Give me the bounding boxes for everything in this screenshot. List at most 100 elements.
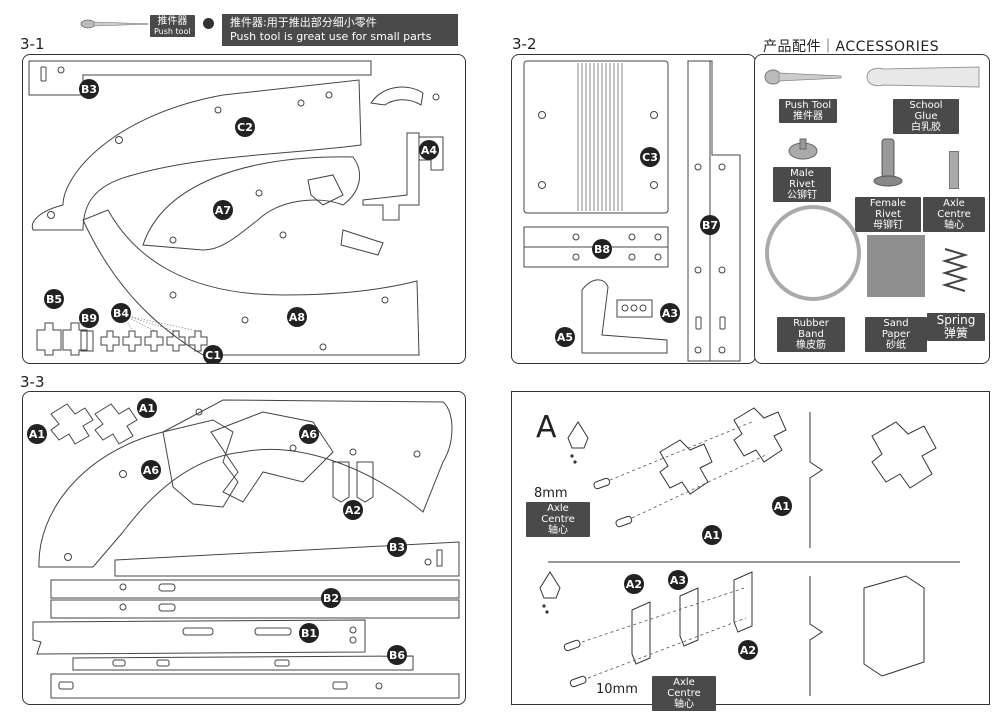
spring-icon <box>941 248 969 292</box>
push-tool-icon <box>764 69 842 85</box>
acc-axle-centre-en: Axle Centre <box>937 198 971 220</box>
acc-axle-centre-cn: 轴心 <box>944 220 964 231</box>
accessories-panel: Push Tool 推件器 School Glue 白乳胶 Male Rivet… <box>754 54 990 364</box>
section-label-3-1: 3-1 <box>20 35 45 53</box>
section-label-3-2: 3-2 <box>512 35 537 53</box>
acc-male-rivet-en: Male Rivet <box>789 168 815 190</box>
sand-paper-icon <box>867 235 925 297</box>
label-B9: B9 <box>81 312 97 325</box>
label-B7: B7 <box>702 219 718 232</box>
sheet-3-1-drawing: B3 C2 A4 A7 A8 B5 B9 B4 C1 <box>28 60 444 365</box>
axle-tag-top-cn: 轴心 <box>548 525 568 536</box>
axle-tag-top-en: Axle Centre <box>541 503 575 525</box>
assembly-label-A2-a: A2 <box>626 578 642 591</box>
acc-push-tool: Push Tool 推件器 <box>779 99 837 123</box>
acc-sand-paper-cn: 砂纸 <box>886 340 906 351</box>
acc-female-rivet-cn: 母铆钉 <box>873 220 903 231</box>
label-B3-sheet3: B3 <box>389 541 405 554</box>
acc-female-rivet-en: Female Rivet <box>869 198 907 220</box>
label-B2: B2 <box>323 592 339 605</box>
label-B1: B1 <box>301 627 317 640</box>
acc-sand-paper-en: Sand Paper <box>881 318 911 340</box>
part-A7-outline <box>142 156 361 251</box>
part-B1-outline <box>32 619 366 655</box>
label-B4: B4 <box>113 307 129 320</box>
acc-push-tool-en: Push Tool <box>784 100 832 111</box>
acc-sand-paper: Sand Paper 砂纸 <box>865 317 927 352</box>
axle-tag-bottom-en: Axle Centre <box>667 677 701 699</box>
assembly-label-A2-b: A2 <box>740 644 756 657</box>
axle-centre-tag-bottom: Axle Centre 轴心 <box>652 676 716 711</box>
rubber-band-icon <box>765 205 861 301</box>
assembly-label-A1-b: A1 <box>774 500 790 513</box>
push-tool-label-cn: 推件器 <box>157 16 188 27</box>
acc-spring: Spring 弹簧 <box>927 313 985 341</box>
axle-8mm-label: 8mm <box>534 486 568 501</box>
label-A1-left: A1 <box>29 428 45 441</box>
part-A8-outline <box>82 209 420 356</box>
push-tool-label-en: Push tool <box>154 27 191 36</box>
push-tool-tag: 推件器 Push tool <box>150 15 195 37</box>
label-A4: A4 <box>421 144 438 157</box>
glue-drop-icon-top <box>567 421 589 449</box>
acc-rubber-band: Rubber Band 橡皮筋 <box>777 317 845 352</box>
push-tool-note: 推件器:用于推出部分细小零件 Push tool is great use fo… <box>222 14 458 46</box>
assembly-label-A3: A3 <box>670 574 686 587</box>
label-A3: A3 <box>662 307 678 320</box>
glue-bottle-icon <box>866 66 980 88</box>
glue-drop-icon-bottom <box>539 571 561 599</box>
label-B6: B6 <box>389 649 405 662</box>
assembly-panel: A 8mm Axle Centre 轴心 10mm Axle Centre 轴心 <box>511 391 990 711</box>
label-A8: A8 <box>289 311 305 324</box>
step-letter: A <box>536 410 557 445</box>
part-B7-outline <box>687 60 741 362</box>
acc-male-rivet-cn: 公铆钉 <box>787 190 817 201</box>
section-label-3-3: 3-3 <box>20 373 45 391</box>
female-rivet-icon <box>873 138 903 187</box>
sheet-3-3-drawing: A1 A1 A6 A6 A2 B3 B2 B1 B6 <box>27 398 460 699</box>
axle-centre-tag-top: Axle Centre 轴心 <box>526 502 590 537</box>
acc-rubber-band-cn: 橡皮筋 <box>796 340 826 351</box>
part-C3-outline <box>523 60 669 214</box>
label-A6-left: A6 <box>143 464 160 477</box>
axle-10mm-label: 10mm <box>596 682 638 697</box>
acc-female-rivet: Female Rivet 母铆钉 <box>855 197 921 232</box>
part-A3-outline <box>616 299 653 318</box>
label-A7: A7 <box>215 204 231 217</box>
sheet-3-3: A1 A1 A6 A6 A2 B3 B2 B1 B6 <box>22 391 466 705</box>
label-A2: A2 <box>345 504 361 517</box>
note-cn: 推件器:用于推出部分细小零件 <box>230 16 377 29</box>
acc-spring-cn: 弹簧 <box>943 326 968 340</box>
label-C2: C2 <box>237 121 253 134</box>
male-rivet-icon <box>788 138 818 160</box>
label-A1-right: A1 <box>139 402 155 415</box>
badges-3-2 <box>555 147 720 347</box>
note-en: Push tool is great use for small parts <box>230 30 432 43</box>
note-bullet <box>203 18 214 29</box>
acc-axle-centre: Axle Centre 轴心 <box>923 197 985 232</box>
assembly-label-A1-a: A1 <box>704 529 720 542</box>
axle-centre-icon <box>949 151 959 189</box>
sheet-3-2-drawing: C3 B8 B7 A3 A5 <box>523 60 741 362</box>
acc-spring-en: Spring <box>936 313 976 327</box>
acc-rubber-band-en: Rubber Band <box>793 318 829 340</box>
push-tool-icon <box>80 19 148 29</box>
acc-push-tool-cn: 推件器 <box>793 111 823 122</box>
assembly-drawing: A1 A1 A2 A3 A2 <box>539 407 960 696</box>
label-C3: C3 <box>642 151 658 164</box>
part-A6-outline <box>38 399 453 568</box>
sheet-3-1: B3 C2 A4 A7 A8 B5 B9 B4 C1 <box>22 54 466 365</box>
acc-male-rivet: Male Rivet 公铆钉 <box>773 167 831 202</box>
label-B8: B8 <box>594 243 610 256</box>
badges-3-1 <box>44 79 439 365</box>
acc-school-glue-en: School Glue <box>909 100 943 122</box>
part-C2-outline <box>31 79 362 231</box>
label-A6-right: A6 <box>301 428 318 441</box>
sheet-3-2: C3 B8 B7 A3 A5 <box>511 54 756 364</box>
part-A5-outline <box>581 279 668 354</box>
acc-school-glue-cn: 白乳胶 <box>911 122 941 133</box>
axle-tag-bottom-cn: 轴心 <box>674 699 694 710</box>
badges-3-3 <box>27 398 407 665</box>
part-B3-outline <box>28 60 372 96</box>
acc-school-glue: School Glue 白乳胶 <box>893 99 959 134</box>
